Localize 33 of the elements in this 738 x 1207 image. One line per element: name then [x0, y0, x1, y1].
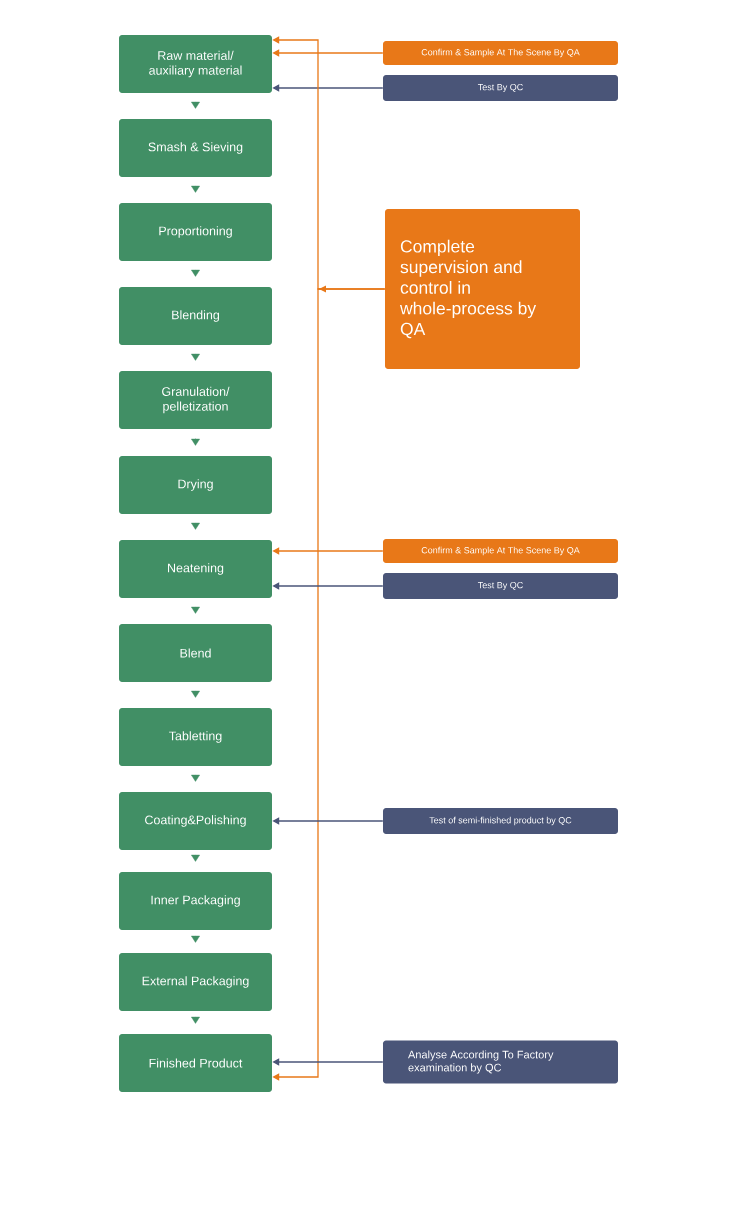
chevron [191, 438, 200, 446]
chevron [191, 690, 200, 698]
process-box: Coating&Polishing [119, 792, 272, 850]
process-box: Raw material/ auxiliary material [119, 35, 272, 93]
process-box: Blend [119, 624, 272, 682]
chevron [191, 353, 200, 361]
process-box: Tabletting [119, 708, 272, 766]
supervision-box: Complete supervision and control in whole-process by QA [385, 209, 580, 369]
process-box: Drying [119, 456, 272, 514]
process-box: Finished Product [119, 1034, 272, 1092]
process-box: Smash & Sieving [119, 119, 272, 177]
qc-box: Analyse According To Factory examination by QC [383, 1040, 618, 1084]
process-box: Blending [119, 287, 272, 345]
chevron [191, 101, 200, 109]
process-box: Proportioning [119, 203, 272, 261]
qc-box: Test By QC [383, 75, 618, 101]
chevron [191, 522, 200, 530]
process-box: Inner Packaging [119, 872, 272, 930]
chevron [191, 185, 200, 193]
chevron [191, 774, 200, 782]
chevron [191, 1016, 200, 1024]
qc-box: Test By QC [383, 573, 618, 599]
process-box: External Packaging [119, 953, 272, 1011]
process-box: Neatening [119, 540, 272, 598]
chevron [191, 606, 200, 614]
arrowhead [319, 285, 326, 293]
qa-box: Confirm & Sample At The Scene By QA [383, 41, 618, 65]
chevron [191, 935, 200, 943]
qc-box: Test of semi-finished product by QC [383, 808, 618, 834]
chevron [191, 854, 200, 862]
qa-box: Confirm & Sample At The Scene By QA [383, 539, 618, 563]
chevron [191, 269, 200, 277]
process-box: Granulation/ pelletization [119, 371, 272, 429]
